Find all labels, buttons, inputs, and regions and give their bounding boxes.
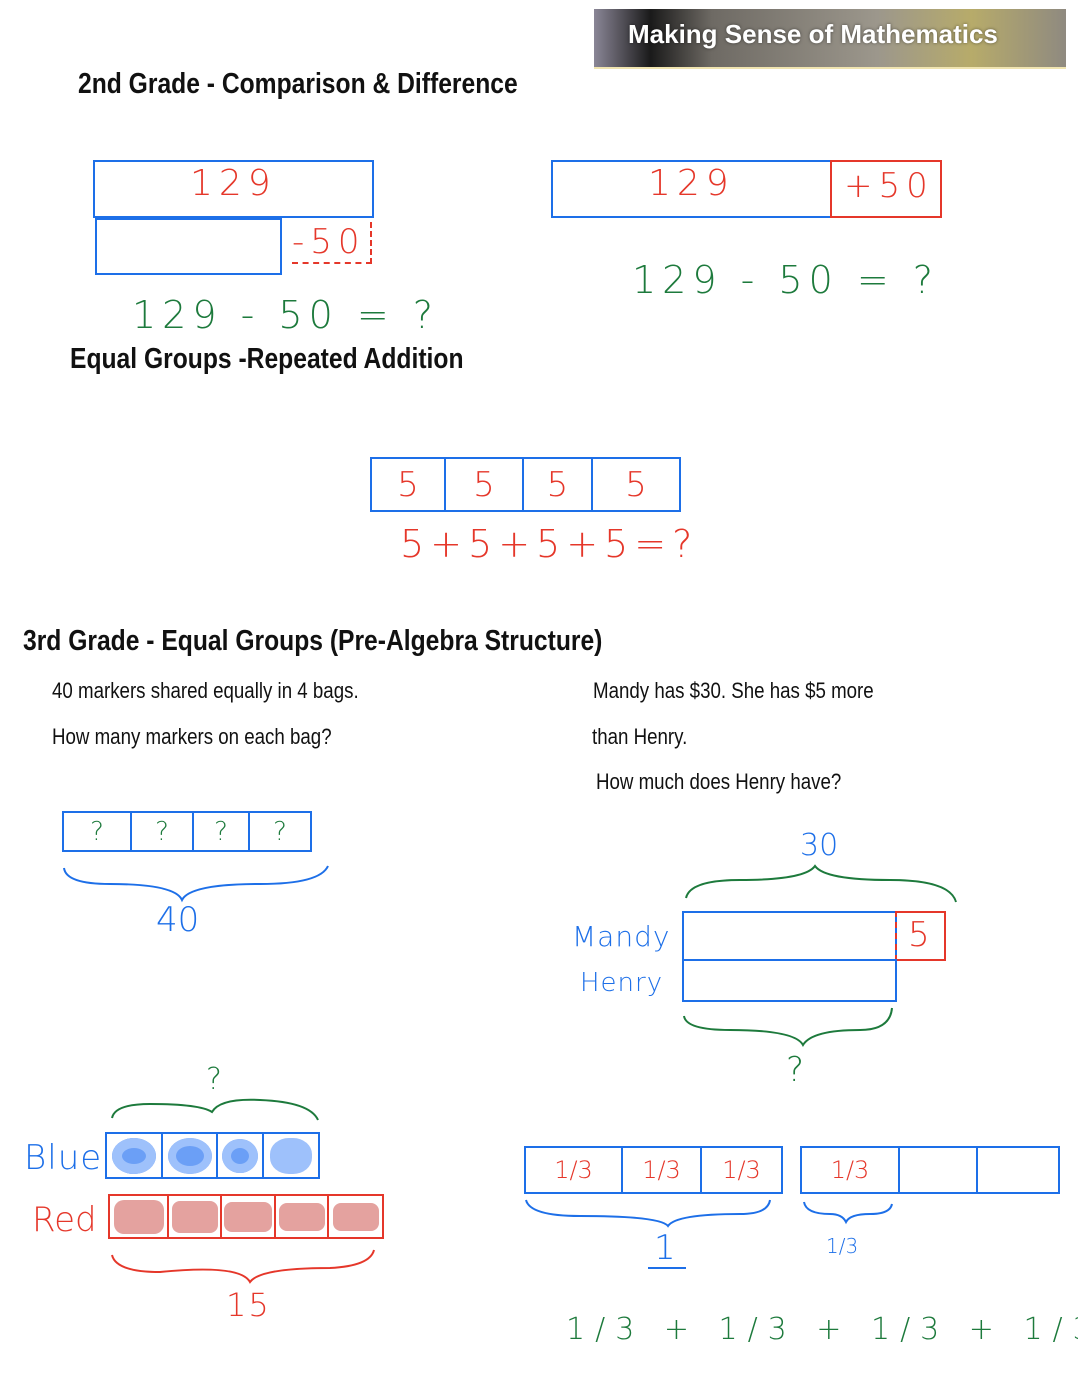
red-dot bbox=[224, 1201, 272, 1232]
cell bbox=[976, 1146, 1060, 1194]
unknown-henry: ? bbox=[786, 1050, 811, 1090]
blue-tape bbox=[105, 1132, 320, 1179]
equation-2: 129 - 50 = ? bbox=[632, 258, 939, 302]
brace-part bbox=[803, 1201, 893, 1225]
red-dot bbox=[332, 1202, 379, 1231]
red-tape bbox=[108, 1194, 384, 1239]
blue-cell bbox=[105, 1132, 163, 1179]
problem1-line1: 40 markers shared equally in 4 bags. bbox=[52, 678, 359, 703]
brace-blue bbox=[111, 1098, 319, 1121]
tape-whole bbox=[93, 160, 374, 218]
blue-cell bbox=[161, 1132, 218, 1179]
blue-cell bbox=[262, 1132, 320, 1179]
blue-dot bbox=[167, 1137, 212, 1174]
cell: 1/3 bbox=[700, 1146, 783, 1194]
brace-red bbox=[111, 1249, 375, 1284]
red-cell bbox=[108, 1194, 169, 1239]
red-cell bbox=[167, 1194, 222, 1239]
blue-cell bbox=[216, 1132, 264, 1179]
part-one-third: 1/3 bbox=[826, 1234, 859, 1258]
blue-dot bbox=[270, 1137, 312, 1174]
cell bbox=[898, 1146, 978, 1194]
brace-henry bbox=[683, 1007, 893, 1048]
extra-5: 5 bbox=[908, 915, 936, 955]
problem2-line1: Mandy has $30. She has $5 more bbox=[593, 678, 874, 703]
heading-equal-groups: Equal Groups -Repeated Addition bbox=[70, 343, 464, 375]
blue-dot bbox=[112, 1137, 156, 1174]
cell: 1/3 bbox=[800, 1146, 900, 1194]
cell: 5 bbox=[444, 457, 524, 512]
brace-30 bbox=[685, 864, 957, 903]
blue-dot bbox=[222, 1138, 258, 1173]
red-cell bbox=[274, 1194, 329, 1239]
cell: 1/3 bbox=[621, 1146, 702, 1194]
brace-whole bbox=[525, 1199, 771, 1228]
cell: 1/3 bbox=[524, 1146, 623, 1194]
red-cell bbox=[220, 1194, 276, 1239]
problem1-line2: How many markers on each bag? bbox=[52, 724, 332, 749]
cell: 5 bbox=[370, 457, 446, 512]
banner-title: Making Sense of Mathematics bbox=[628, 19, 998, 49]
equal-groups-tape: 5 5 5 5 bbox=[370, 457, 681, 512]
total-40: 40 bbox=[156, 900, 200, 940]
equation-1: 129 - 50 = ? bbox=[132, 293, 439, 337]
heading-3rd-grade: 3rd Grade - Equal Groups (Pre-Algebra St… bbox=[23, 625, 603, 657]
unknown-blue: ? bbox=[206, 1062, 228, 1097]
tape-mandy-extra bbox=[895, 911, 946, 961]
banner: Making Sense of Mathematics bbox=[594, 9, 1066, 69]
tape-whole-label: 129 bbox=[190, 163, 277, 204]
cell: ? bbox=[130, 811, 194, 852]
red-dot bbox=[113, 1199, 164, 1234]
tape-mandy bbox=[682, 911, 897, 961]
tape-extra bbox=[830, 160, 942, 218]
label-mandy: Mandy bbox=[572, 920, 671, 953]
label-blue: Blue bbox=[24, 1138, 103, 1178]
equation-thirds: 1/3 + 1/3 + 1/3 + 1/3 = ? bbox=[566, 1312, 1078, 1347]
cell: ? bbox=[62, 811, 132, 852]
problem2-line2: than Henry. bbox=[592, 724, 688, 749]
tape-whole-2-label: 129 bbox=[648, 163, 735, 204]
whole-1: 1 bbox=[654, 1228, 682, 1268]
tape-difference-label: -50 bbox=[292, 222, 372, 264]
thirds-tape-b: 1/3 bbox=[800, 1146, 1060, 1194]
label-henry: Henry bbox=[580, 968, 664, 998]
total-30: 30 bbox=[800, 828, 839, 863]
total-15: 15 bbox=[226, 1286, 271, 1324]
tape-part bbox=[95, 218, 282, 275]
cell: 5 bbox=[522, 457, 593, 512]
markers-tape: ? ? ? ? bbox=[62, 811, 312, 852]
red-dot bbox=[171, 1200, 218, 1233]
red-dot bbox=[278, 1202, 325, 1231]
brace-40 bbox=[63, 865, 329, 903]
cell: ? bbox=[248, 811, 312, 852]
cell: ? bbox=[192, 811, 250, 852]
thirds-tape-a: 1/3 1/3 1/3 bbox=[524, 1146, 783, 1194]
cell: 5 bbox=[591, 457, 681, 512]
tape-henry bbox=[682, 959, 897, 1002]
label-red: Red bbox=[32, 1200, 97, 1240]
equation-repeated-addition: 5+5+5+5=? bbox=[400, 522, 699, 566]
tape-extra-label: +50 bbox=[844, 166, 934, 206]
heading-2nd-grade: 2nd Grade - Comparison & Difference bbox=[78, 68, 518, 100]
red-cell bbox=[327, 1194, 384, 1239]
problem2-line3: How much does Henry have? bbox=[596, 769, 842, 794]
